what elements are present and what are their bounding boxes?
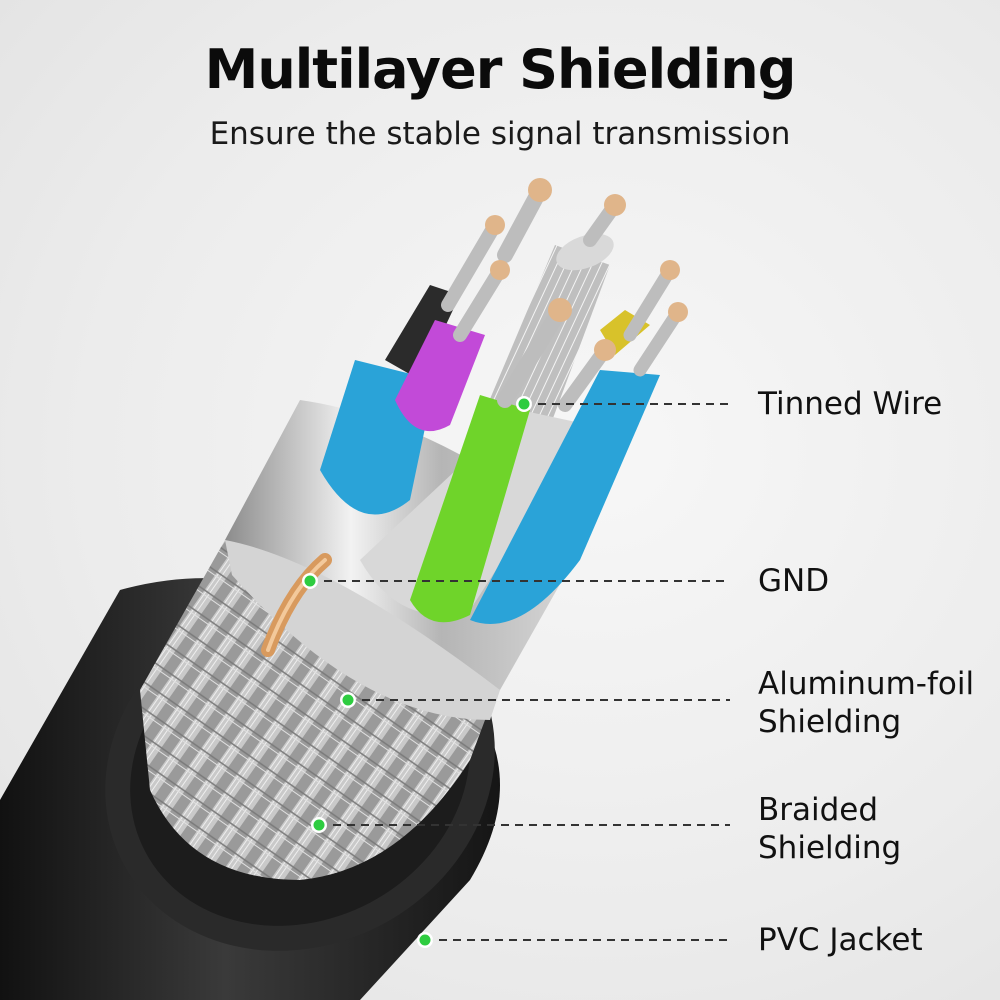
green-wire: [410, 395, 530, 623]
callout-pvc-jacket-line-1: PVC Jacket: [758, 922, 923, 958]
callout-gnd: GND: [758, 562, 829, 600]
page-title: Multilayer Shielding: [204, 38, 797, 101]
callout-braided: Braided Shielding: [758, 791, 901, 867]
callout-aluminum-foil-line-2: Shielding: [758, 704, 902, 740]
callout-gnd-line-1: GND: [758, 563, 830, 599]
callout-pvc-jacket: PVC Jacket: [758, 921, 923, 959]
magenta-wire: [395, 320, 485, 432]
callout-braided-line-2: Shielding: [758, 830, 902, 866]
gnd-wire-shape: [261, 553, 332, 657]
blue-wire-right: [470, 370, 660, 624]
callout-aluminum-foil: Aluminum-foil Shielding: [758, 665, 974, 741]
page-subtitle: Ensure the stable signal transmission: [209, 116, 791, 152]
black-wire: [385, 285, 460, 380]
callout-tinned-wire-line-1: Tinned Wire: [758, 386, 943, 422]
callout-aluminum-foil-line-1: Aluminum-foil: [758, 666, 975, 702]
callout-tinned-wire: Tinned Wire: [758, 385, 942, 423]
callout-dots: [302, 396, 532, 948]
tinned-strands: [441, 178, 688, 412]
callout-braided-line-1: Braided: [758, 792, 879, 828]
leader-lines: [310, 403, 730, 941]
